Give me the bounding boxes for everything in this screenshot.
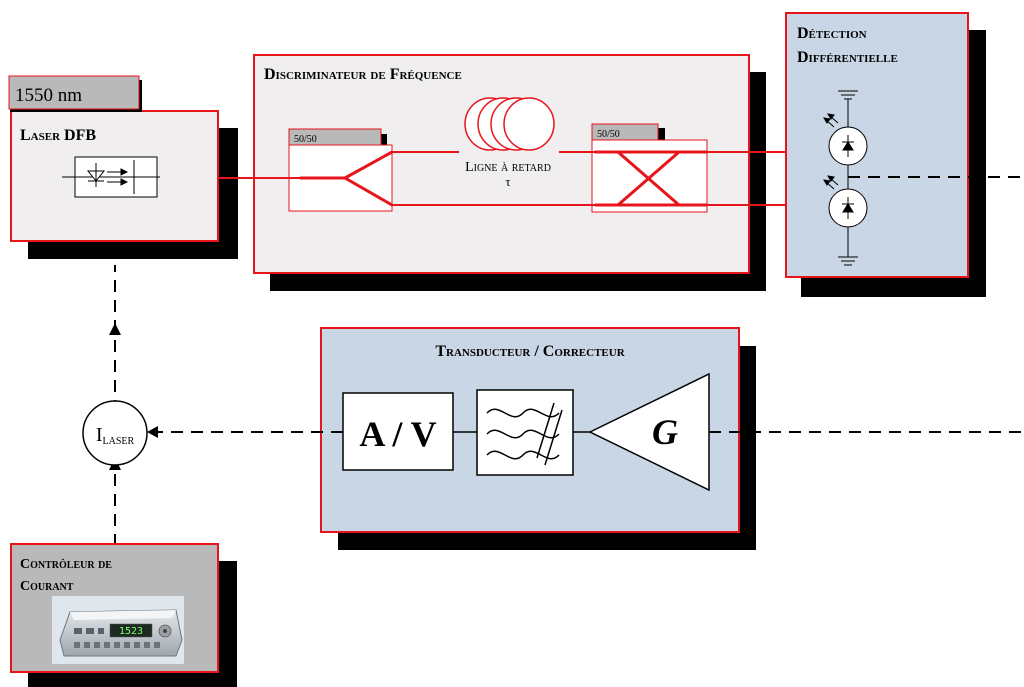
laser-wavelength-label: 1550 nm bbox=[15, 85, 82, 106]
delay-symbol: τ bbox=[505, 174, 510, 189]
coupler-x-icon bbox=[595, 150, 707, 207]
gain-label: G bbox=[652, 412, 678, 452]
current-source-label-sub: LASER bbox=[103, 436, 135, 447]
coupler-left-label: 50/50 bbox=[294, 134, 317, 145]
controller-display-readout: 1523 bbox=[119, 626, 143, 637]
current-source-circle bbox=[82, 400, 148, 466]
current-controller-device-image: 1523 bbox=[52, 596, 184, 664]
coupler-right-label: 50/50 bbox=[597, 129, 620, 140]
transducer-corrector-block: Transducteur / Correcteur A / V G bbox=[320, 327, 756, 550]
controller-title-line2: Courant bbox=[20, 579, 74, 594]
current-source-label-main: I bbox=[96, 424, 103, 446]
detection-box bbox=[785, 12, 969, 278]
laser-title: Laser DFB bbox=[20, 127, 96, 144]
delay-line-coil-icon bbox=[464, 97, 555, 151]
arrow-up-to-laser bbox=[109, 323, 121, 335]
laser-diode-icon bbox=[62, 156, 160, 198]
av-converter-label: A / V bbox=[359, 414, 436, 454]
laser-wavelength-tab bbox=[8, 75, 140, 110]
av-converter-box bbox=[342, 392, 454, 471]
current-source-label: ILASER bbox=[96, 424, 135, 447]
discriminator-title: Discriminateur de Fréquence bbox=[264, 66, 462, 83]
filter-icon bbox=[486, 402, 563, 466]
splitter-icon bbox=[300, 150, 393, 207]
frequency-discriminator-block: Discriminateur de Fréquence 50/50 Ligne … bbox=[253, 54, 766, 291]
detection-title-line2: Différentielle bbox=[797, 49, 898, 66]
current-controller-block: Contrôleur de Courant 1523 bbox=[10, 543, 237, 687]
delay-line-label: Ligne à retard bbox=[465, 160, 551, 175]
photodiode-pair-icon bbox=[823, 90, 868, 266]
laser-dfb-block: 1550 nm Laser DFB bbox=[8, 75, 238, 259]
detection-title-line1: Détection bbox=[797, 25, 867, 42]
controller-title-line1: Contrôleur de bbox=[20, 557, 112, 572]
differential-detection-block: Détection Différentielle bbox=[785, 12, 986, 297]
laser-current-source: ILASER bbox=[82, 400, 148, 466]
transducer-title: Transducteur / Correcteur bbox=[435, 343, 625, 360]
feedback-paths bbox=[114, 265, 1024, 546]
arrow-into-current-source bbox=[147, 426, 158, 438]
